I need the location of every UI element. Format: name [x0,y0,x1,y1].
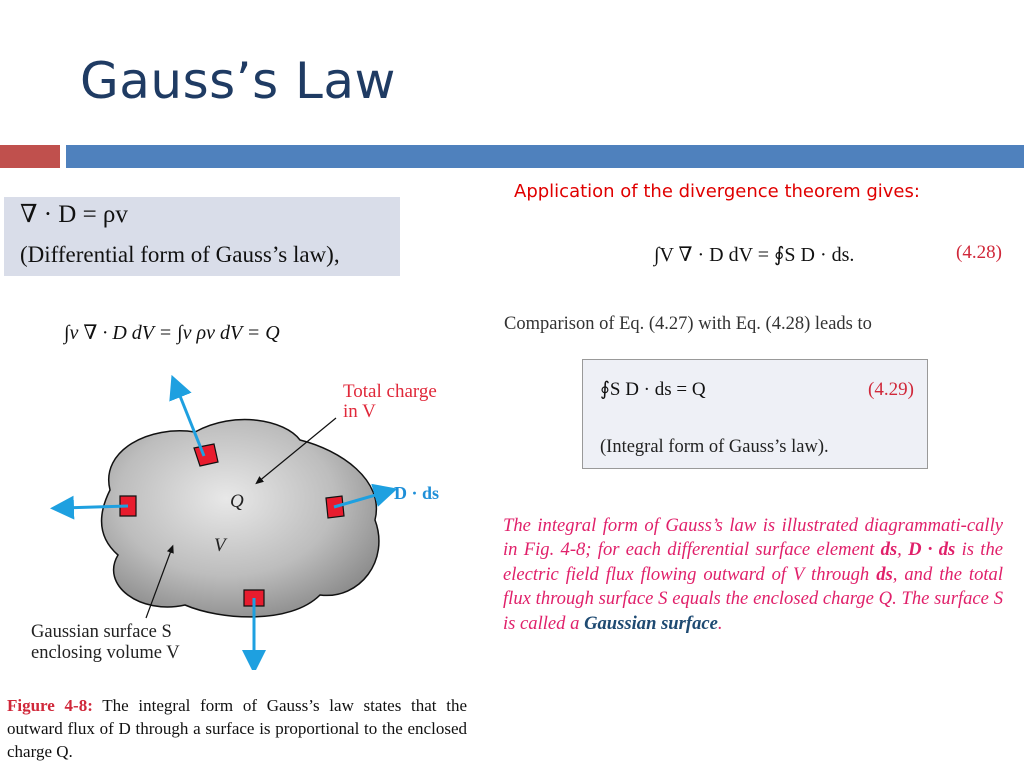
integral-form-text: ∮S D · ds = Q [600,379,706,400]
d-ds-label: D · ds [394,483,440,503]
gaussian-surface-label: Gaussian surface S enclosing volume V [31,622,180,663]
application-heading: Application of the divergence theorem gi… [514,181,920,202]
divergence-equation-text: ∫V ∇ · D dV = ∮S D · ds. [654,244,855,266]
equation-number-4-29: (4.29) [868,379,914,400]
total-charge-leader [255,417,337,485]
integral-form-caption: (Integral form of Gauss’s law). [600,437,829,457]
volume-v-label: V [214,535,226,556]
charge-q-label: Q [230,491,244,512]
gaussian-surface-shape [100,418,380,618]
differential-form-box [4,197,400,276]
accent-bar-red [0,145,60,168]
comparison-text: Comparison of Eq. (4.27) with Eq. (4.28)… [504,314,872,334]
volume-integral-text: ∫v ∇ · D dV = ∫v ρv dV = Q [64,322,280,344]
gaussian-surface-leader [145,544,174,619]
total-charge-label: Total charge in V [343,381,437,422]
figure-caption-label: Figure 4-8: [7,696,93,715]
differential-caption: (Differential form of Gauss’s law), [20,242,340,267]
gauss-figure-diagram [50,374,398,670]
differential-equation: ∇ · D = ρv [20,201,128,228]
accent-bar-blue [66,145,1024,168]
integral-form-box [582,359,928,469]
flux-arrow-top [169,374,206,457]
figure-caption: Figure 4-8: The integral form of Gauss’s… [7,696,468,761]
volume-integral-equation: ∫v ∇ · D dV = ∫v ρv dV = Q [64,312,280,345]
flux-arrow-left [50,495,129,520]
flux-arrow-right [333,483,398,509]
gaussian-surface-term: Gaussian surface [584,612,718,634]
integral-form-equation: ∮S D · ds = Q [600,378,706,401]
divergence-theorem-equation: ∫V ∇ · D dV = ∮S D · ds. [654,236,854,267]
slide-title: Gauss’s Law [80,52,396,110]
equation-number-4-28: (4.28) [956,242,1002,263]
explanation-paragraph: The integral form of Gauss’s law is illu… [503,515,1004,634]
